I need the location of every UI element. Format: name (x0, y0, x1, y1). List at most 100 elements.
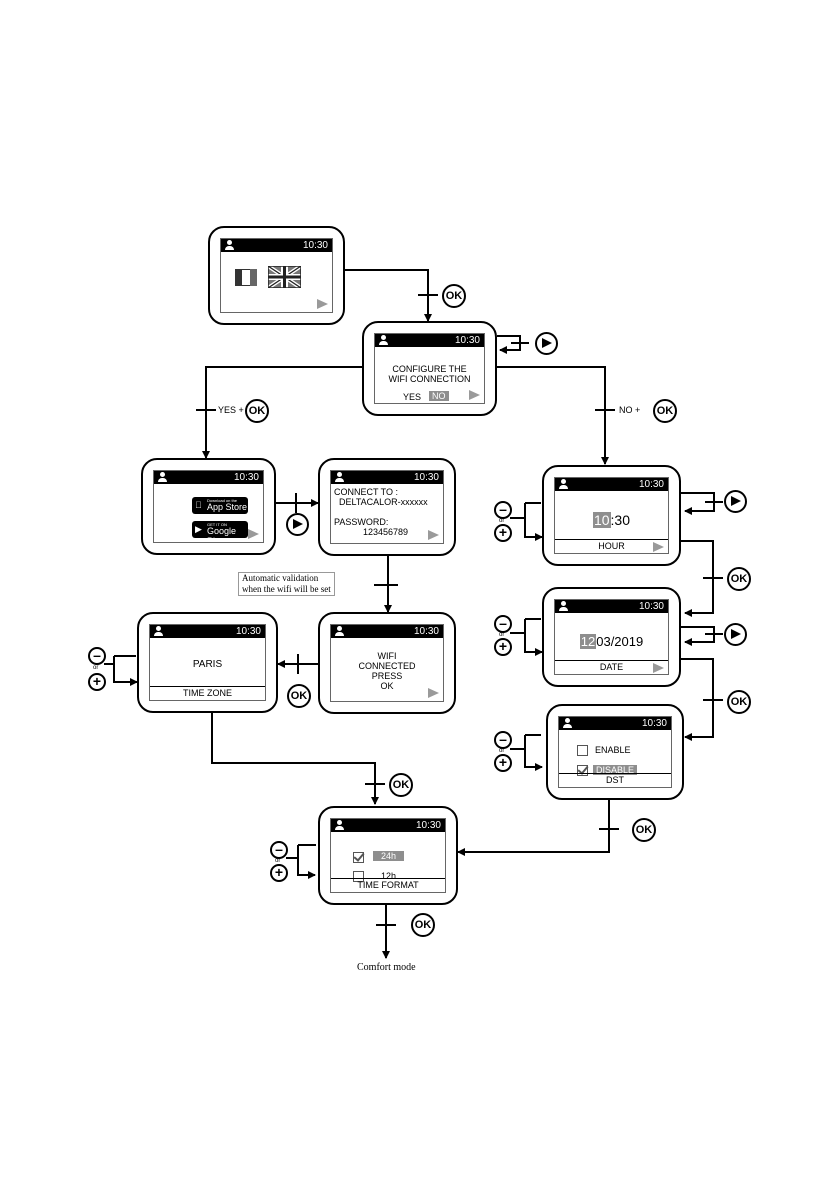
ok-button-icon: OK (632, 818, 656, 842)
plus-button-icon: + (494, 524, 512, 542)
user-icon (563, 718, 572, 729)
status-bar: 10:30 (150, 625, 265, 638)
enable-checkbox[interactable] (577, 745, 588, 756)
next-arrow-icon[interactable] (248, 529, 259, 539)
plus-button-icon: + (88, 673, 106, 691)
plus-button-icon: + (494, 638, 512, 656)
date-footer: DATE (555, 660, 668, 674)
google-play-badge[interactable]: ▶ GET IT ON Google Play (192, 521, 248, 542)
user-icon (335, 626, 344, 637)
plus-button-icon: + (270, 864, 288, 882)
clock-time: 10:30 (638, 479, 664, 490)
language-screen: 10:30 (208, 226, 345, 325)
next-button-icon (724, 490, 747, 513)
or-label: or (499, 748, 505, 754)
app-store-badge[interactable]:  Download on the App Store (192, 497, 248, 514)
clock-time: 10:30 (641, 718, 667, 729)
next-arrow-icon[interactable] (317, 299, 328, 309)
time-zone-footer: TIME ZONE (150, 686, 265, 700)
ok-button-icon: OK (287, 684, 311, 708)
user-icon (154, 626, 163, 637)
24h-checkbox[interactable] (353, 852, 364, 863)
wifi-connected-line3: PRESS (371, 671, 403, 681)
next-arrow-icon[interactable] (653, 663, 664, 673)
hour-display: 10:30 10:30 HOUR (554, 477, 669, 554)
enable-label: ENABLE (595, 745, 631, 755)
status-bar: 10:30 (154, 471, 263, 484)
user-icon (225, 240, 234, 251)
hour-screen: 10:30 10:30 HOUR (542, 465, 681, 566)
clock-time: 10:30 (415, 820, 441, 831)
user-icon (559, 479, 568, 490)
date-value[interactable]: 1203/2019 (555, 634, 668, 649)
app-download-display: 10:30  Download on the App Store ▶ GET … (153, 470, 264, 543)
dst-screen: 10:30 ENABLE DISABLE DST (546, 704, 684, 800)
status-bar: 10:30 (555, 478, 668, 491)
status-bar: 10:30 (331, 471, 443, 484)
clock-time: 10:30 (302, 240, 328, 251)
wifi-connected-screen: 10:30 WIFI CONNECTED PRESS OK (318, 612, 456, 714)
play-store-icon: ▶ (195, 524, 202, 534)
wifi-connected-display: 10:30 WIFI CONNECTED PRESS OK (330, 624, 444, 702)
hour-footer-label: HOUR (598, 541, 625, 551)
minus-button-icon: – (494, 731, 512, 749)
google-play-text: Google Play (207, 526, 237, 543)
app-store-text: App Store (207, 502, 248, 512)
status-bar: 10:30 (555, 600, 668, 613)
hour-value[interactable]: 10:30 (555, 512, 668, 528)
minus-button-icon: – (270, 841, 288, 859)
wifi-config-line1: CONFIGURE THE (392, 364, 467, 374)
next-button-icon (286, 513, 309, 536)
next-arrow-icon[interactable] (653, 542, 664, 552)
no-option[interactable]: NO (429, 391, 449, 401)
clock-time: 10:30 (233, 472, 259, 483)
time-format-display: 10:30 24h 12h TIME FORMAT (330, 818, 446, 893)
status-bar: 10:30 (559, 717, 671, 730)
minus-button-icon: – (494, 501, 512, 519)
time-zone-value[interactable]: PARIS (192, 659, 223, 670)
user-icon (559, 601, 568, 612)
next-arrow-icon[interactable] (428, 530, 439, 540)
uk-flag-icon[interactable] (268, 266, 301, 288)
time-format-screen: 10:30 24h 12h TIME FORMAT (318, 806, 458, 905)
clock-time: 10:30 (454, 335, 480, 346)
note-line1: Automatic validation (242, 573, 319, 583)
apple-icon:  (195, 500, 205, 510)
or-label: or (499, 632, 505, 638)
ok-button-icon: OK (727, 690, 751, 714)
date-footer-label: DATE (599, 662, 624, 672)
connect-display: 10:30 CONNECT TO : DELTACALOR-xxxxxx PAS… (330, 470, 444, 544)
clock-time: 10:30 (413, 626, 439, 637)
clock-time: 10:30 (235, 626, 261, 637)
time-zone-screen: 10:30 PARIS TIME ZONE (137, 612, 278, 713)
wifi-connected-line1: WIFI (377, 651, 397, 661)
next-button-icon (724, 623, 747, 646)
disable-checkbox[interactable] (577, 765, 588, 776)
next-arrow-icon[interactable] (469, 390, 480, 400)
app-store-small-text: Download on the (207, 498, 238, 503)
minus-button-icon: – (88, 647, 106, 665)
user-icon (335, 472, 344, 483)
ok-button-icon: OK (389, 773, 413, 797)
password-label: PASSWORD: (334, 517, 389, 527)
status-bar: 10:30 (331, 819, 445, 832)
wifi-connected-line2: CONNECTED (358, 661, 416, 671)
day-highlight: 12 (579, 634, 597, 649)
plus-button-icon: + (494, 754, 512, 772)
or-label: or (93, 665, 99, 671)
ok-button-icon: OK (442, 284, 466, 308)
status-bar: 10:30 (331, 625, 443, 638)
auto-validation-note: Automatic validation when the wifi will … (238, 572, 335, 596)
note-line2: when the wifi will be set (242, 584, 331, 594)
comfort-mode-label: Comfort mode (357, 962, 416, 973)
12h-checkbox[interactable] (353, 871, 364, 882)
minus-button-icon: – (494, 615, 512, 633)
clock-time: 10:30 (638, 601, 664, 612)
next-arrow-icon[interactable] (428, 688, 439, 698)
yes-option[interactable]: YES (403, 392, 422, 402)
user-icon (379, 335, 388, 346)
french-flag-icon[interactable] (235, 269, 257, 286)
yes-branch-label: YES + (218, 405, 244, 415)
